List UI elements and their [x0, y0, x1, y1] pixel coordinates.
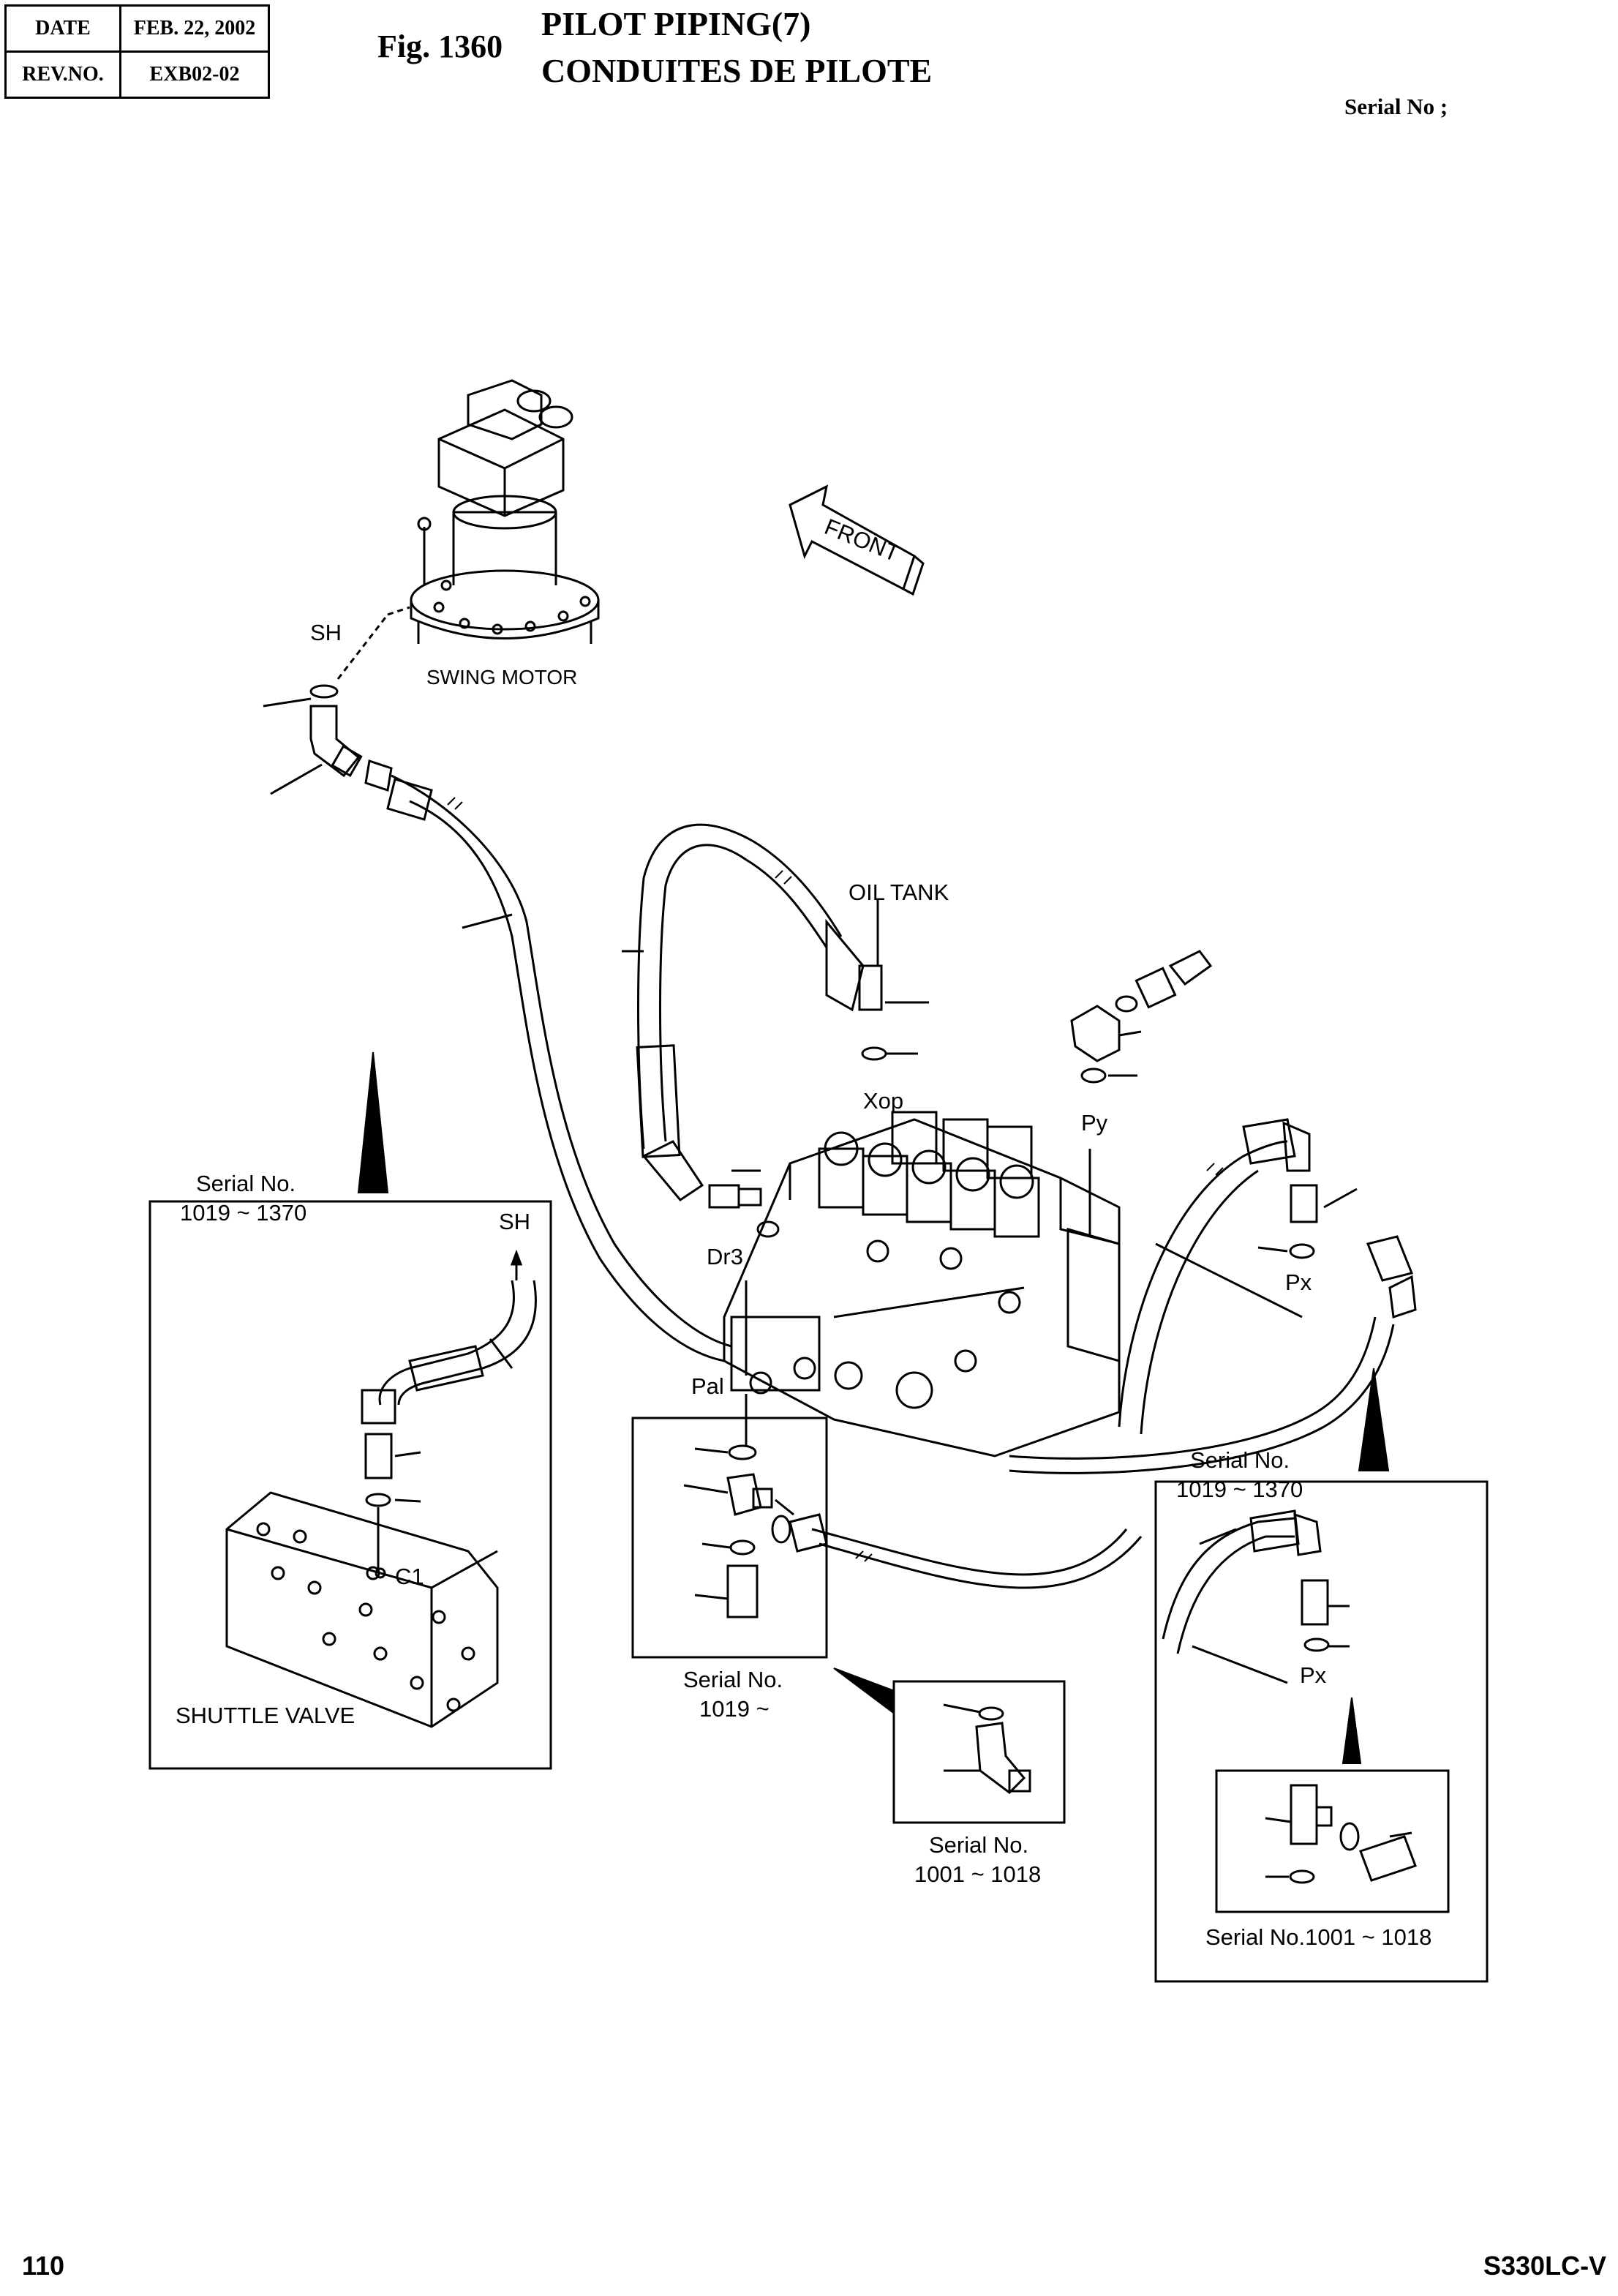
title-french: CONDUITES DE PILOTE	[541, 52, 933, 89]
inset-center-box	[631, 1417, 828, 1659]
shuttle-valve-hose	[361, 1249, 537, 1573]
label-front: FRONT	[821, 514, 903, 566]
date-value: FEB. 22, 2002	[119, 4, 270, 53]
swing-motor-hose	[263, 606, 732, 1362]
pointer-center	[833, 1667, 893, 1714]
px-inset-fitting	[1162, 1509, 1350, 1684]
inset-right-box	[1154, 1480, 1489, 1983]
pointer-right	[1358, 1368, 1390, 1471]
swing-motor-drawing	[410, 379, 600, 644]
label-xop: Xop	[863, 1088, 903, 1114]
right-bottom-inset-serial: Serial No.1001 ~ 1018	[1205, 1924, 1431, 1950]
pal-fitting	[683, 1394, 1143, 1618]
label-shuttle-valve: SHUTTLE VALVE	[176, 1703, 355, 1728]
serial-number-label: Serial No ;	[1344, 94, 1448, 119]
pointer-right-bottom	[1342, 1697, 1362, 1764]
inset-right-bottom-box	[1215, 1769, 1450, 1913]
title-english: PILOT PIPING(7)	[541, 5, 811, 42]
oil-tank-hose	[622, 823, 929, 1238]
pointer-triangles	[357, 1051, 1390, 1764]
left-inset-serial-line1: Serial No.	[196, 1171, 296, 1196]
main-control-valve	[723, 1111, 1121, 1457]
pointer-left	[357, 1051, 389, 1193]
label-py: Py	[1081, 1110, 1108, 1136]
py-fitting	[1070, 950, 1213, 1084]
label-sh-top: SH	[310, 620, 342, 645]
right-bottom-fittings	[1265, 1784, 1417, 1884]
right-inset-serial-line2: 1019 ~ 1370	[1176, 1477, 1303, 1502]
date-label: DATE	[4, 4, 121, 53]
figure-number: Fig. 1360	[377, 29, 503, 64]
rev-label: REV.NO.	[4, 50, 121, 99]
center-inset-serial-line2: 1019 ~	[699, 1696, 770, 1722]
inset-left-box	[148, 1200, 552, 1770]
label-oil-tank: OIL TANK	[848, 879, 949, 905]
front-arrow	[789, 484, 925, 596]
label-sh-inset: SH	[499, 1209, 530, 1234]
left-inset-serial-line2: 1019 ~ 1370	[180, 1200, 306, 1226]
label-swing-motor: SWING MOTOR	[426, 666, 577, 689]
px-hose	[1009, 1118, 1417, 1474]
hose-hatches	[447, 797, 1224, 1562]
bottom-center-inset-serial-line2: 1001 ~ 1018	[914, 1861, 1041, 1887]
rev-value: EXB02-02	[119, 50, 270, 99]
right-inset-serial-line1: Serial No.	[1190, 1447, 1290, 1473]
shuttle-valve-block	[225, 1491, 499, 1728]
label-dr3: Dr3	[707, 1244, 743, 1269]
model-number: S330LC-V	[1483, 2251, 1607, 2281]
label-px-inset: Px	[1300, 1662, 1327, 1688]
label-c1: C1	[395, 1564, 424, 1589]
page-number: 110	[22, 2251, 65, 2281]
inset-bottom-center-box	[892, 1680, 1066, 1824]
bottom-center-inset-serial-line1: Serial No.	[929, 1832, 1028, 1858]
label-px-main: Px	[1285, 1269, 1312, 1295]
center-inset-serial-line1: Serial No.	[683, 1667, 783, 1692]
label-pal: Pal	[691, 1373, 724, 1399]
revision-table: DATE FEB. 22, 2002 REV.NO. EXB02-02	[4, 4, 270, 99]
elbow-fitting	[943, 1703, 1031, 1794]
